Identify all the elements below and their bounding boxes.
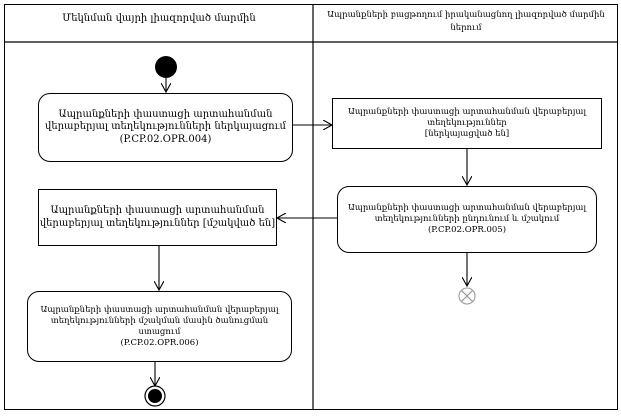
object-o1-line2: տեղեկություններ <box>427 118 507 128</box>
diagram-frame <box>4 4 618 410</box>
activity-a2-line2: տեղեկությունների ընդունում և մշակում <box>374 214 560 224</box>
lane-header-left: Մեկնման վայրի լիազորված մարմին <box>62 13 256 24</box>
object-export-info-processed: Ապրանքների փաստացի արտահանման վերաբերյալ… <box>38 189 277 246</box>
activity-a2-code: (P.CP.02.OPR.005) <box>427 225 507 235</box>
start-node <box>155 56 177 78</box>
activity-submit-export-info: Ապրանքների փաստացի արտահանման վերաբերյալ… <box>38 93 293 162</box>
object-o1-line1: Ապրանքների փաստացի արտահանման վերաբերյալ <box>347 107 587 117</box>
lane-header-right-line2: ներում <box>450 23 482 33</box>
activity-a3-line2: տեղեկությունների մշակման մասին ծանուցման <box>50 315 269 326</box>
activity-a3-line1: Ապրանքների փաստացի արտահանման վերաբերյալ <box>40 304 279 315</box>
object-o2-line2: վերաբերյալ տեղեկություններ [մշակված են] <box>39 217 276 229</box>
object-o1-line3: [ներկայացված են] <box>424 129 510 139</box>
flow-final-node <box>458 287 476 305</box>
lane-header-right-line1: Ապրանքների բացթողում իրականացնող լիազորվ… <box>327 10 605 20</box>
object-o2-line1: Ապրանքների փաստացի արտահանման <box>50 205 265 216</box>
object-export-info-submitted: Ապրանքների փաստացի արտահանման վերաբերյալ… <box>332 98 602 149</box>
activity-receive-process-export-info: Ապրանքների փաստացի արտահանման վերաբերյալ… <box>337 186 597 253</box>
activity-a2-line1: Ապրանքների փաստացի արտահանման վերաբերյալ <box>347 203 587 213</box>
activity-a1-line1: Ապրանքների փաստացի արտահանման <box>58 108 273 120</box>
activity-receive-processing-notification: Ապրանքների փաստացի արտահանման վերաբերյալ… <box>27 291 292 362</box>
activity-a3-line3: ստացում <box>138 326 181 337</box>
activity-a1-line2: վերաբերյալ տեղեկությունների ներկայացում <box>45 121 286 133</box>
activity-a3-code: (P.CP.02.OPR.006) <box>120 337 199 348</box>
end-node <box>144 385 166 407</box>
lane-header-right: Ապրանքների բացթողում իրականացնող լիազորվ… <box>316 10 616 34</box>
activity-a1-code: (P.CP.02.OPR.004) <box>119 133 212 145</box>
